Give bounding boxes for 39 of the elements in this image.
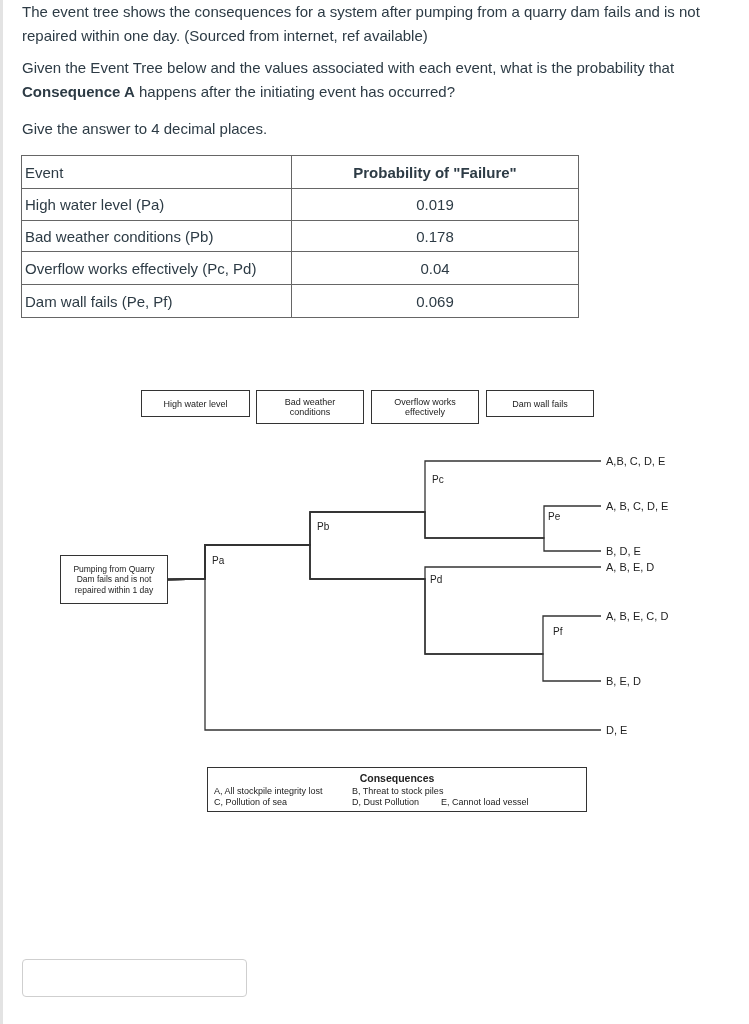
branch-label: Pd bbox=[430, 574, 443, 586]
branch-label: Pe bbox=[548, 511, 561, 523]
table-cell: Dam wall fails (Pe, Pf) bbox=[21, 284, 292, 318]
table-cell: Overflow works effectively (Pc, Pd) bbox=[21, 251, 292, 285]
intro-text: The event tree shows the consequences for a system after pumping from a quarry dam fails and is not repaired within one day. (Sourced from internet, ref available) bbox=[22, 2, 701, 46]
initiating-event-box: Pumping from Quarry Dam fails and is not repaired within 1 day bbox=[60, 555, 168, 604]
table-cell: 0.04 bbox=[291, 251, 579, 285]
tree-branch-line bbox=[167, 578, 602, 731]
branch-label: Pf bbox=[553, 626, 563, 638]
consequence-item: D, Dust Pollution bbox=[352, 797, 420, 808]
branch-label: Pb bbox=[317, 521, 330, 533]
outcome-label: D, E bbox=[601, 723, 628, 737]
consequence-item: C, Pollution of sea bbox=[214, 797, 288, 808]
branch-label: Pa bbox=[212, 555, 225, 567]
outcome-label: A, B, E, D bbox=[601, 560, 655, 574]
column-header: Probability of "Failure" bbox=[291, 155, 579, 189]
instruction-text: Give the answer to 4 decimal places. bbox=[22, 119, 269, 139]
outcome-label: B, D, E bbox=[601, 544, 641, 558]
event-header-box: Bad weather conditions bbox=[256, 390, 364, 424]
table-cell: High water level (Pa) bbox=[21, 188, 292, 221]
table-cell: 0.019 bbox=[291, 188, 579, 221]
consequence-item: E, Cannot load vessel bbox=[441, 797, 529, 808]
table-cell: 0.069 bbox=[291, 284, 579, 318]
outcome-label: A, B, C, D, E bbox=[601, 499, 669, 513]
table-cell: 0.178 bbox=[291, 220, 579, 252]
event-header-box: Overflow works effectively bbox=[371, 390, 479, 424]
branch-label: Pc bbox=[432, 474, 444, 486]
column-header: Event bbox=[21, 155, 292, 189]
table-cell: Bad weather conditions (Pb) bbox=[21, 220, 292, 252]
event-header-box: Dam wall fails bbox=[486, 390, 594, 417]
consequence-item: B, Threat to stock piles bbox=[352, 786, 444, 797]
consequence-item: A, All stockpile integrity lost bbox=[214, 786, 323, 797]
consequences-heading: Consequences bbox=[359, 773, 435, 784]
event-header-box: High water level bbox=[141, 390, 250, 417]
outcome-label: B, E, D bbox=[601, 674, 641, 688]
consequences-box bbox=[207, 767, 587, 812]
outcome-label: A,B, C, D, E bbox=[601, 454, 666, 468]
outcome-label: A, B, E, C, D bbox=[601, 609, 669, 623]
question-text: Given the Event Tree below and the values associated with each event, what is the probability that Consequence A happens after the initiating event has occurred? bbox=[22, 58, 676, 102]
